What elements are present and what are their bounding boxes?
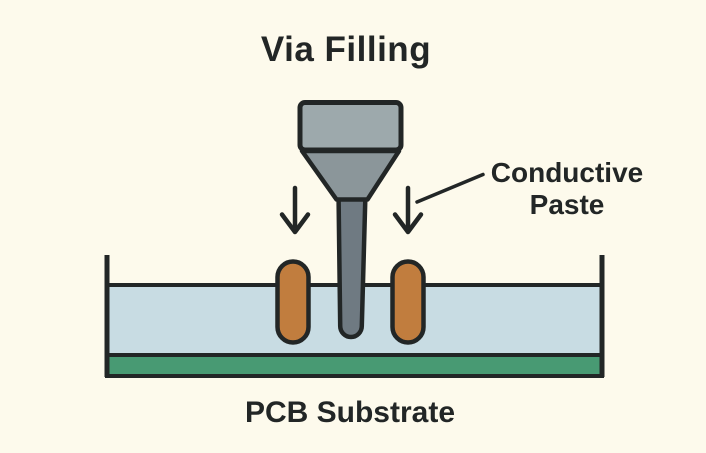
leader-line	[415, 172, 485, 204]
funnel-hopper	[297, 100, 404, 153]
pcb-substrate-label: PCB Substrate	[244, 396, 456, 429]
pcb-substrate-bar	[105, 353, 604, 378]
via-right	[390, 259, 426, 345]
funnel-cone	[299, 148, 402, 202]
via-left	[275, 259, 311, 345]
conductive-paste-label: Conductive Paste	[490, 157, 644, 220]
funnel-stem	[336, 189, 368, 340]
down-arrow-right-icon	[392, 185, 424, 235]
down-arrow-left-icon	[279, 185, 311, 235]
filled-vias	[275, 259, 426, 345]
dispenser-funnel	[297, 100, 404, 340]
diagram-title: Via Filling	[260, 30, 432, 69]
